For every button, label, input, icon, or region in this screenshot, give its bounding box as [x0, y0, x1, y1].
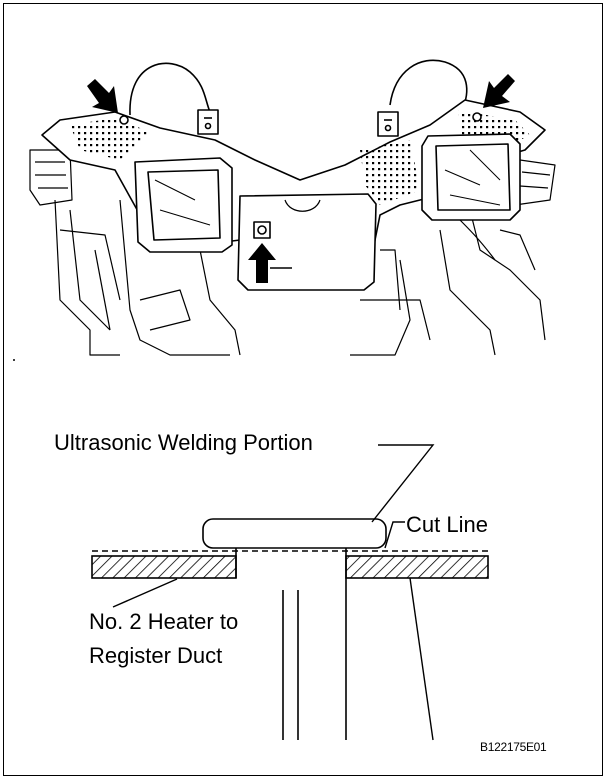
center-duct-box: [237, 193, 377, 291]
arrow-icon: [483, 74, 515, 108]
wire-harness-right: [389, 59, 468, 111]
connector-left: [197, 109, 219, 135]
arrow-icon: [248, 243, 276, 283]
leader-duct-2: [409, 577, 434, 741]
duct-label-line1: No. 2 Heater to: [89, 609, 239, 634]
connector-right: [377, 111, 399, 137]
register-outlet-right: [421, 133, 521, 221]
leader-welding: [371, 444, 435, 523]
wire-harness-left: [129, 62, 211, 116]
welding-portion-label: Ultrasonic Welding Portion: [54, 430, 313, 455]
duct-wall-left: [91, 555, 237, 579]
weld-point-icon: [253, 221, 271, 239]
register-outlet-left: [134, 157, 233, 253]
weld-point-icon: [472, 112, 482, 122]
duct-texture-center: [360, 140, 420, 205]
dashboard-structure-left: [29, 149, 241, 356]
weld-point-icon: [119, 115, 129, 125]
leader-duct: [112, 578, 178, 608]
figure-code: B122175E01: [480, 740, 547, 754]
duct-wall-right: [345, 555, 489, 579]
stray-mark: [13, 359, 15, 361]
leader-cut: [384, 521, 405, 549]
duct-texture-left: [70, 118, 150, 160]
arrow-icon: [87, 79, 118, 113]
welding-boss: [202, 518, 387, 549]
cross-section-diagram: [91, 444, 489, 741]
cut-line-label: Cut Line: [406, 512, 488, 537]
duct-assembly-illustration: [29, 59, 556, 356]
duct-label-line2: Register Duct: [89, 643, 223, 668]
